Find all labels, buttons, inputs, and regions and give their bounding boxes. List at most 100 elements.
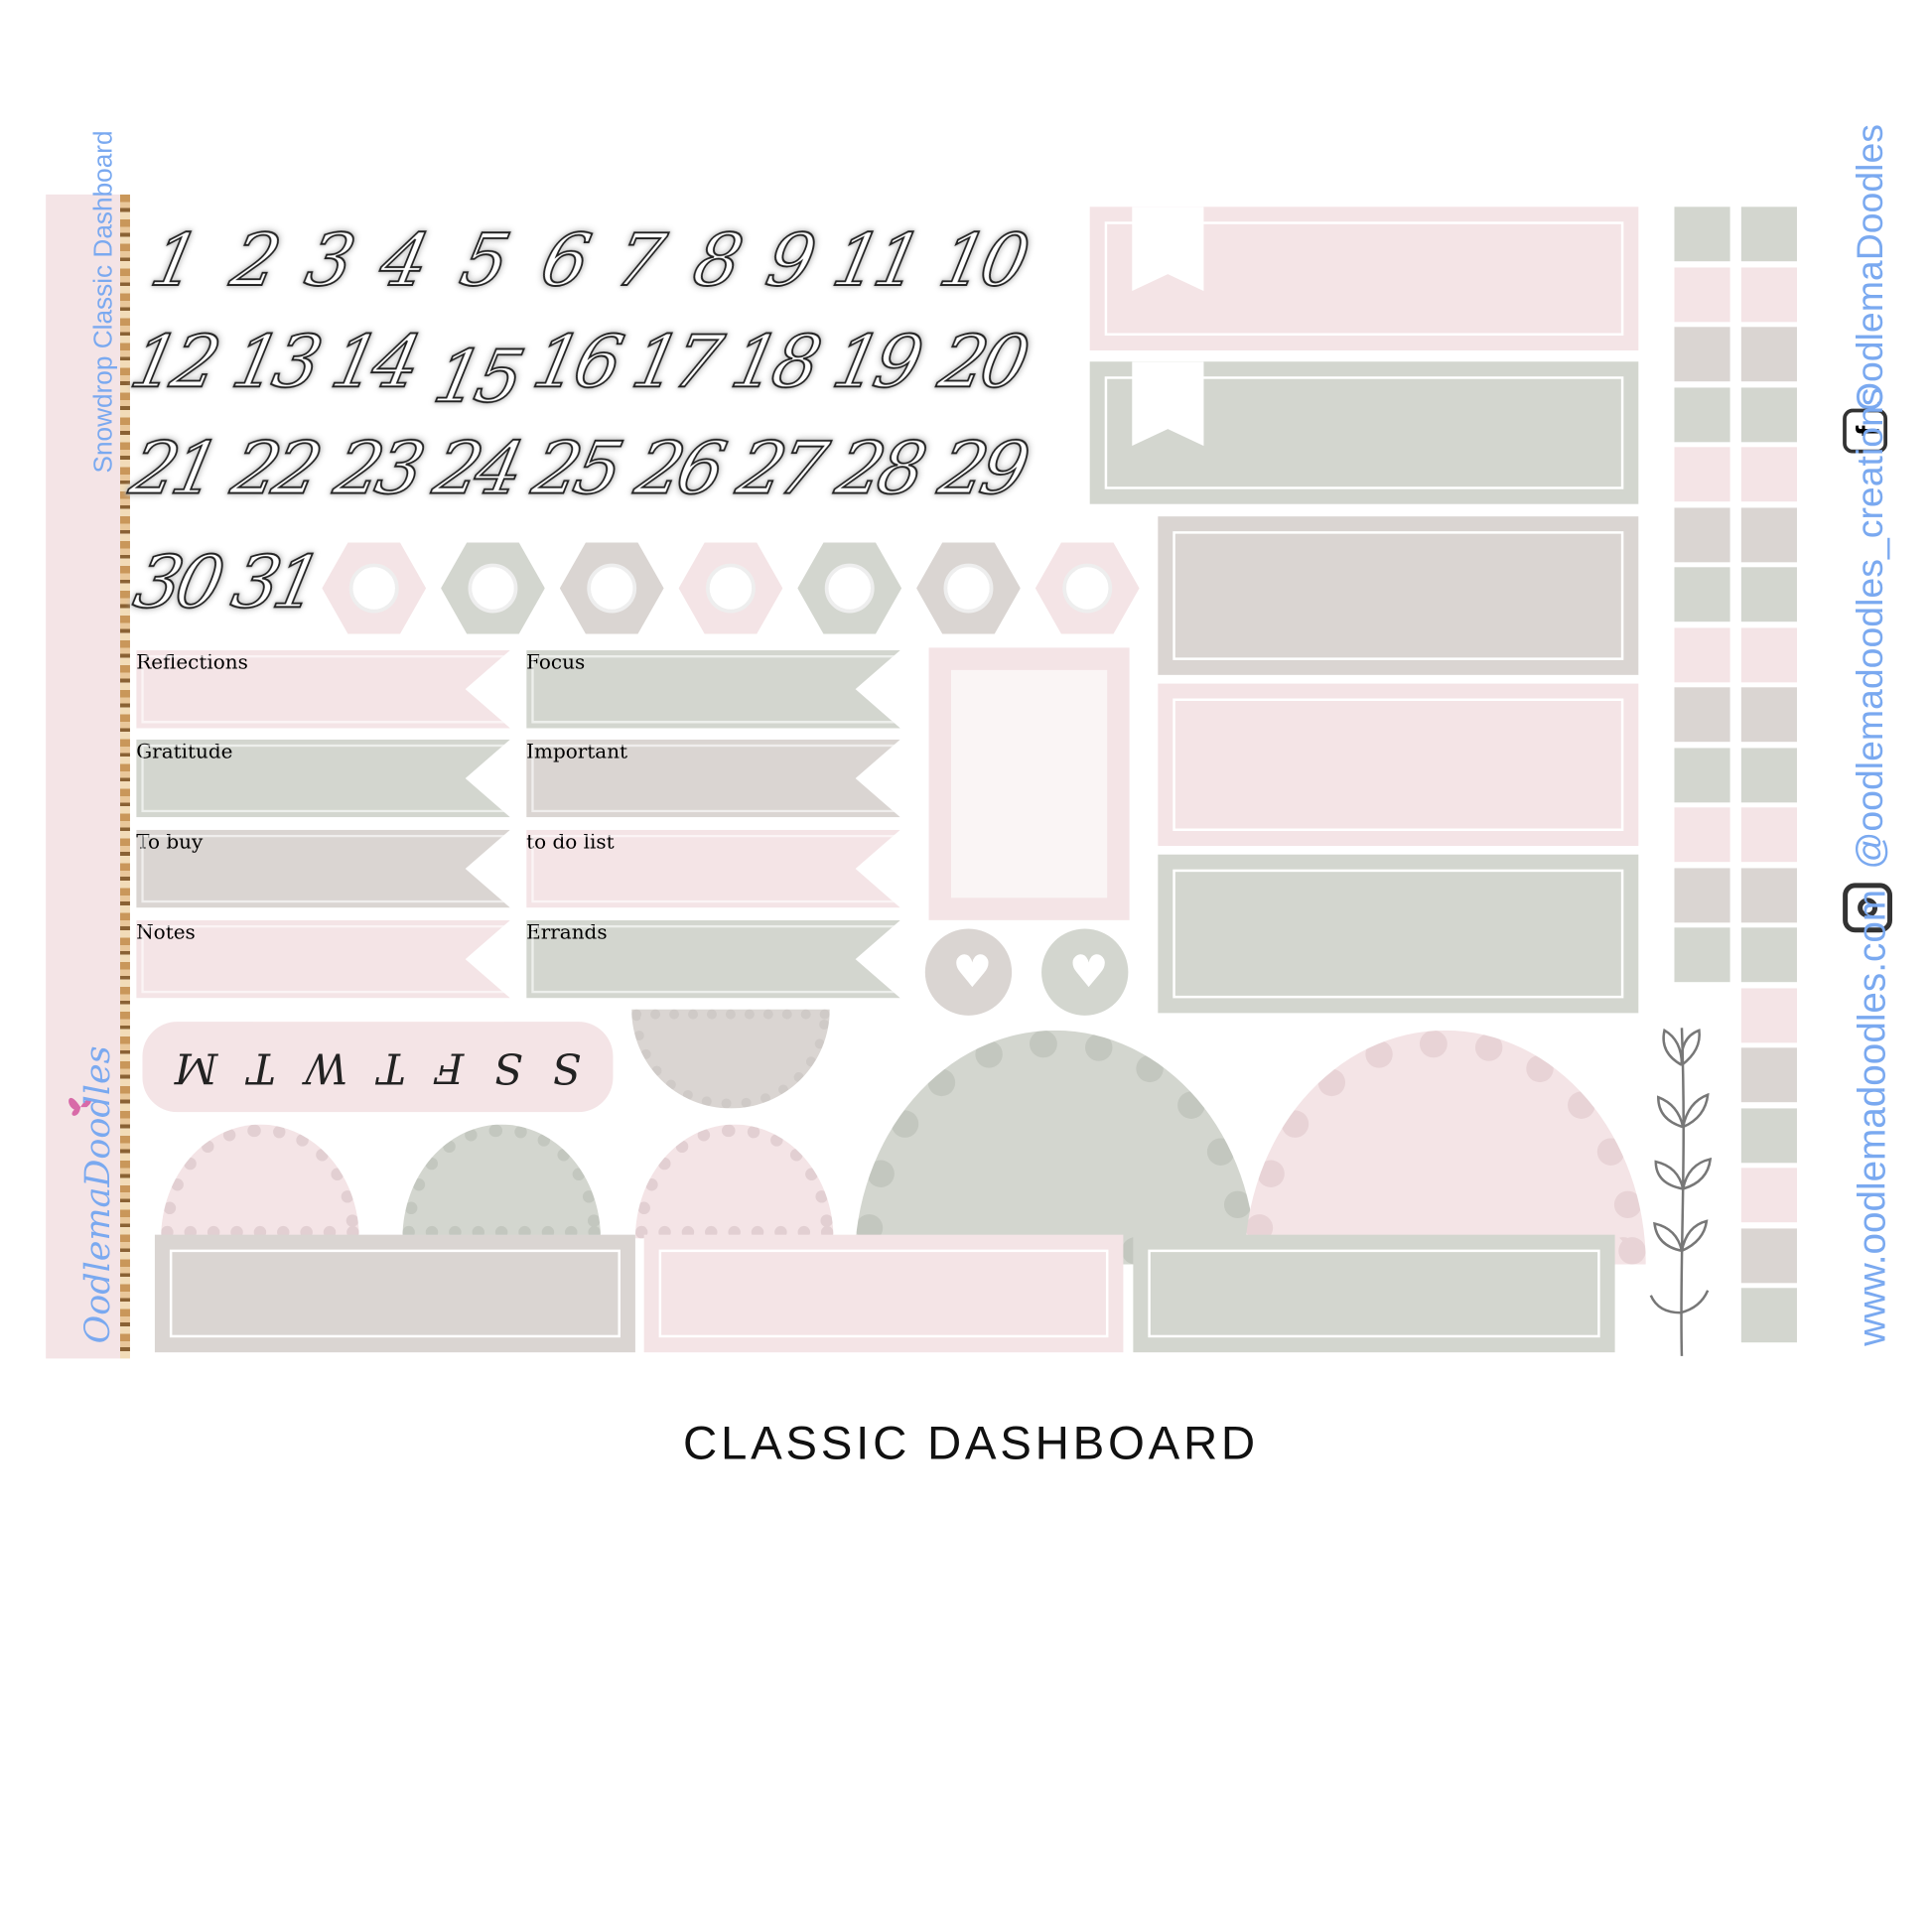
- date-number: 28: [829, 425, 930, 511]
- notes-box-sticker: [928, 647, 1130, 920]
- flag-sticker: Gratitude: [136, 739, 510, 818]
- plate-icon: [1062, 563, 1113, 614]
- gold-glitter-edge: [119, 194, 130, 1359]
- bookmark-box-sticker: [1089, 207, 1639, 351]
- checkbox-cell: [1674, 747, 1730, 802]
- checkbox-cell: [1674, 506, 1730, 562]
- date-number: 14: [324, 319, 425, 405]
- doily-sticker: [854, 1030, 1256, 1265]
- box-sticker: [1158, 516, 1639, 675]
- box-sticker: [154, 1234, 635, 1353]
- checkbox-cell: [1740, 927, 1797, 983]
- date-number: 29: [931, 425, 1033, 511]
- checkbox-cell: [1674, 386, 1730, 442]
- weekday-letter: T: [377, 1041, 406, 1092]
- box-sticker: [1158, 683, 1639, 846]
- checkbox-cell: [1674, 867, 1730, 922]
- meal-hexagon: [1035, 542, 1140, 634]
- doily-sticker: [402, 1124, 601, 1239]
- flag-sticker: Reflections: [136, 649, 510, 729]
- plate-icon: [587, 563, 637, 614]
- date-number: 15: [426, 334, 527, 420]
- checkbox-cell: [1740, 626, 1797, 682]
- checkbox-cell: [1674, 626, 1730, 682]
- checkbox-cell: [1674, 447, 1730, 502]
- checkbox-cell: [1674, 807, 1730, 863]
- weekday-letter: T: [246, 1041, 276, 1092]
- checkbox-cell: [1740, 266, 1797, 322]
- checkbox-cell: [1740, 1107, 1797, 1163]
- date-number: 8: [686, 217, 747, 304]
- date-number: 11: [825, 217, 926, 304]
- box-sticker: [643, 1234, 1124, 1353]
- doily-sticker: [1244, 1030, 1646, 1265]
- checkbox-cell: [1740, 207, 1797, 262]
- flag-border: [141, 744, 505, 813]
- plate-icon: [348, 563, 399, 614]
- plate-icon: [824, 563, 875, 614]
- flag-sticker: to do list: [526, 829, 900, 908]
- date-number: 4: [372, 217, 433, 304]
- date-number: 5: [453, 217, 513, 304]
- checkbox-cell: [1740, 987, 1797, 1042]
- date-number: 18: [724, 319, 825, 405]
- website-url: www.oodlemadoodles.com: [1850, 889, 1894, 1346]
- heart-circle-sticker: ♥: [924, 928, 1013, 1016]
- meal-hexagon: [797, 542, 902, 634]
- plate-icon: [943, 563, 994, 614]
- flag-sticker: Notes: [136, 919, 510, 999]
- checkbox-cell: [1740, 506, 1797, 562]
- checkbox-cell: [1740, 327, 1797, 382]
- date-number: 2: [223, 217, 284, 304]
- checkbox-cell: [1740, 567, 1797, 622]
- checkbox-cell: [1740, 807, 1797, 863]
- checkbox-cell: [1740, 1227, 1797, 1283]
- meal-hexagon: [559, 542, 664, 634]
- doily-sticker: [631, 1009, 830, 1109]
- instagram-icon: [1843, 883, 1893, 933]
- flag-sticker: Errands: [526, 919, 900, 999]
- doily-sticker: [634, 1124, 834, 1239]
- meal-hexagon: [916, 542, 1021, 634]
- date-number: 24: [426, 425, 527, 511]
- checkbox-cell: [1674, 207, 1730, 262]
- checkbox-cell: [1740, 447, 1797, 502]
- flag-sticker: Focus: [526, 649, 900, 729]
- date-number: 10: [931, 217, 1033, 304]
- weekday-letter: F: [435, 1041, 465, 1092]
- checkbox-cell: [1674, 567, 1730, 622]
- meal-hexagon: [441, 542, 545, 634]
- date-number: 7: [608, 217, 668, 304]
- side-brand: OodlemaDoodles: [76, 1045, 118, 1344]
- date-number: 16: [525, 319, 626, 405]
- sprig-icon: [1645, 1016, 1731, 1367]
- date-number: 30: [126, 539, 227, 625]
- date-number: 12: [123, 319, 224, 405]
- date-number: 26: [628, 425, 730, 511]
- date-number: 6: [533, 217, 594, 304]
- date-number: 1: [143, 217, 204, 304]
- flag-border: [141, 654, 505, 724]
- side-title: Snowdrop Classic Dashboard: [88, 130, 118, 474]
- bookmark-box-sticker: [1089, 361, 1639, 504]
- flag-border: [531, 924, 896, 994]
- checkbox-cell: [1740, 1168, 1797, 1223]
- weekday-letter: M: [174, 1041, 218, 1092]
- weekday-letter: W: [304, 1041, 348, 1092]
- facebook-handle: OodlemaDoodles: [1850, 123, 1891, 412]
- date-number: 9: [759, 217, 819, 304]
- flag-sticker: Important: [526, 739, 900, 818]
- meal-hexagon: [322, 542, 427, 634]
- flag-border: [141, 834, 505, 903]
- date-number: 13: [224, 319, 326, 405]
- box-sticker: [1133, 1234, 1615, 1353]
- date-number: 25: [525, 425, 626, 511]
- date-number: 17: [624, 319, 726, 405]
- checkbox-cell: [1740, 1047, 1797, 1103]
- date-number: 22: [224, 425, 326, 511]
- sheet-caption: CLASSIC DASHBOARD: [682, 1418, 1259, 1470]
- weekday-letter: S: [551, 1041, 582, 1092]
- weekday-letter: S: [493, 1041, 523, 1092]
